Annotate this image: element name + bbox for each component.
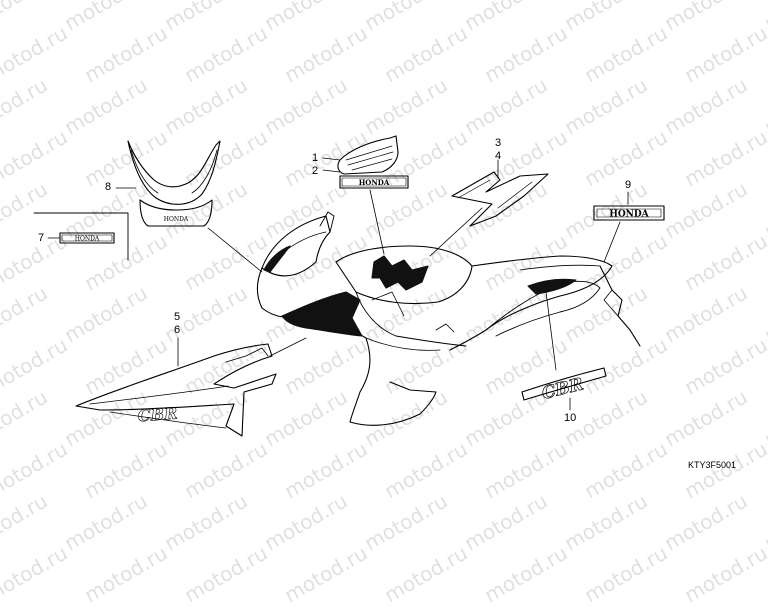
tank-dark-flash — [371, 255, 429, 291]
cbr-tail-text: CBR — [540, 374, 586, 404]
callout-9: 9 — [625, 179, 632, 191]
small-logo-text: HONDA — [75, 236, 100, 243]
callout-6: 6 — [174, 324, 181, 336]
wing-logo-decal: HONDA — [337, 135, 409, 189]
callout-5: 5 — [174, 311, 181, 323]
side-logo-text: HONDA — [609, 210, 649, 220]
small-logo-decal: HONDA — [33, 212, 129, 261]
side-stripe-decal: CBR — [75, 343, 277, 437]
callout-4: 4 — [495, 150, 502, 162]
callout-8: 8 — [105, 181, 112, 193]
decal-drawing: HONDA HONDA HONDA — [33, 135, 665, 437]
tail-cbr-decal: CBR — [521, 367, 607, 404]
cbr-side-text: CBR — [137, 404, 178, 426]
callout-1: 1 — [312, 152, 319, 164]
tail-dark-stripe — [527, 278, 577, 295]
tank-stripe-decal — [451, 171, 549, 227]
callout-2: 2 — [312, 165, 319, 177]
cowl-dark-stripe — [263, 245, 291, 273]
diagram-code: KTY3F5001 — [688, 460, 737, 470]
leader-lines — [47, 157, 629, 411]
front-cowl-decal: HONDA — [127, 140, 221, 227]
callout-10: 10 — [564, 412, 577, 424]
side-logo-decal: HONDA — [593, 205, 665, 221]
front-logo-text: HONDA — [164, 216, 189, 223]
fairing-outline — [256, 211, 641, 426]
wing-logo-text: HONDA — [359, 178, 390, 187]
callout-3: 3 — [495, 137, 502, 149]
callout-7: 7 — [38, 232, 45, 244]
side-dark-panel — [281, 291, 363, 337]
